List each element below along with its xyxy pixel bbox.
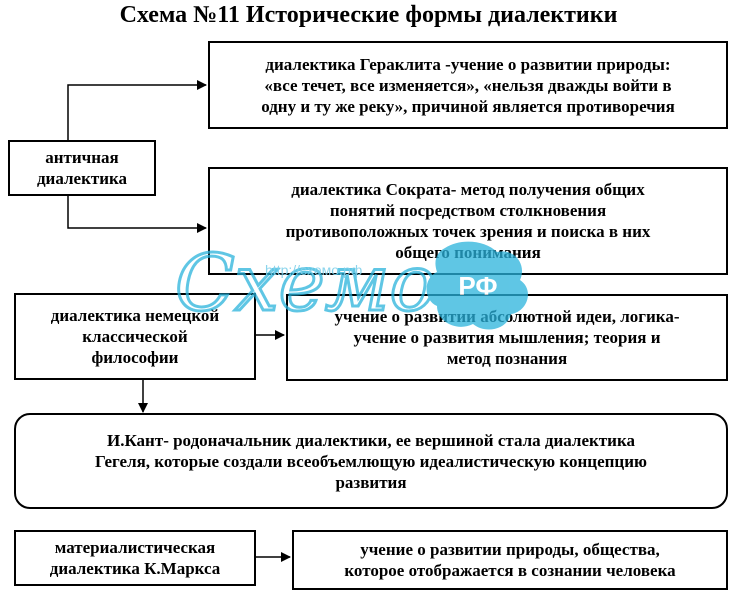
german-classical-box: диалектика немецкой классической философ… — [14, 293, 256, 380]
kant-hegel-text: И.Кант- родоначальник диалектики, ее вер… — [94, 430, 648, 492]
german-classical-text: диалектика немецкой классической философ… — [50, 306, 220, 367]
heraclitus-box: диалектика Гераклита -учение о развитии … — [208, 41, 728, 129]
socrates-text: диалектика Сократа- метод получения общи… — [285, 180, 651, 262]
ancient-dialectics-box: античная диалектика — [8, 140, 156, 196]
arrow-ancient-to-socrates — [67, 196, 207, 233]
nature-society-box: учение о развитии природы, общества, кот… — [292, 530, 728, 590]
diagram-title: Схема №11 Исторические формы диалектики — [119, 2, 618, 28]
absolute-idea-text: учение о развитии абсолютной идеи, логик… — [334, 307, 680, 368]
marx-box: материалистическая диалектика К.Маркса — [14, 530, 256, 586]
kant-hegel-box: И.Кант- родоначальник диалектики, ее вер… — [14, 413, 728, 509]
marx-text: материалистическая диалектика К.Маркса — [49, 538, 221, 578]
absolute-idea-box: учение о развитии абсолютной идеи, логик… — [286, 294, 728, 381]
watermark-url: http://схемо.рф — [265, 262, 363, 278]
arrow-ancient-to-heraclitus — [67, 80, 207, 140]
nature-society-text: учение о развитии природы, общества, кот… — [344, 540, 676, 580]
ancient-dialectics-text: античная диалектика — [36, 148, 128, 188]
heraclitus-text: диалектика Гераклита -учение о развитии … — [261, 54, 675, 116]
socrates-box: диалектика Сократа- метод получения общи… — [208, 167, 728, 275]
